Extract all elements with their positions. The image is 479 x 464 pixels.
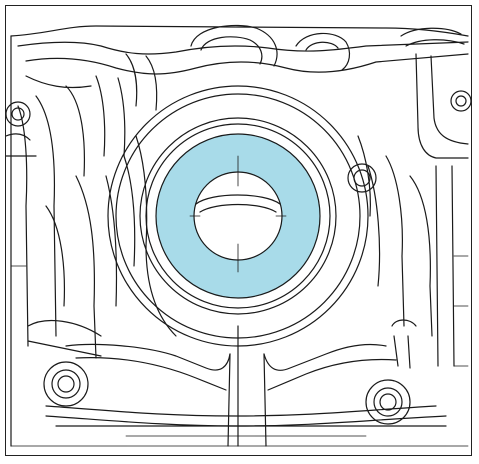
detail-lines: [10, 255, 469, 447]
bolt-boss-left: [43, 361, 89, 407]
oil-seal: [155, 133, 321, 299]
left-ribs: [27, 135, 177, 359]
lower-bracket: [45, 325, 447, 447]
upper-bosses: [190, 24, 471, 159]
housing-outline: [10, 25, 469, 447]
diagram-frame: [5, 5, 472, 456]
bolt-boss-right: [365, 379, 411, 425]
left-boss: [6, 101, 37, 157]
right-ribs: [347, 135, 455, 369]
engine-housing-line-drawing: [6, 24, 471, 447]
central-bore: [107, 85, 369, 347]
